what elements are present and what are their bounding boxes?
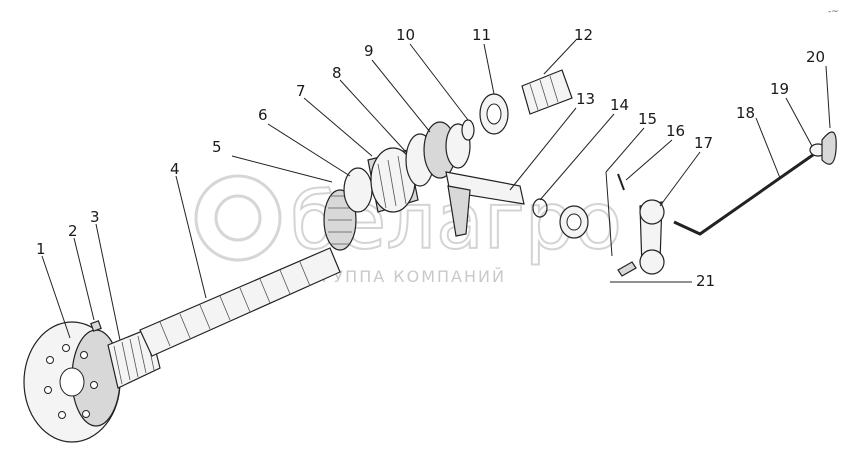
callout-5: 5 — [212, 138, 222, 156]
part-bearing-right — [559, 205, 589, 239]
callout-1: 1 — [36, 240, 46, 258]
callout-6: 6 — [258, 106, 268, 124]
callout-16: 16 — [666, 122, 685, 140]
callout-18: 18 — [736, 104, 755, 122]
callout-9: 9 — [364, 42, 374, 60]
part-7-sleeve — [367, 147, 419, 213]
part-4-shaft — [139, 247, 341, 357]
watermark-logo-ring — [194, 174, 282, 262]
callout-20: 20 — [806, 48, 825, 66]
part-16-pin — [617, 173, 625, 191]
callout-15: 15 — [638, 110, 657, 128]
callout-10: 10 — [396, 26, 415, 44]
callout-19: 19 — [770, 80, 789, 98]
watermark-tagline: ГРУППА КОМПАНИЙ — [310, 267, 506, 286]
callout-12: 12 — [574, 26, 593, 44]
callout-17: 17 — [694, 134, 713, 152]
part-21-cotter-pin — [617, 261, 637, 277]
callout-14: 14 — [610, 96, 629, 114]
callout-11: 11 — [472, 26, 491, 44]
part-20-knob — [821, 131, 837, 165]
watermark-logo-inner-ring — [214, 194, 262, 242]
part-17-lever — [639, 199, 665, 275]
callout-2: 2 — [68, 222, 78, 240]
part-1-flange — [23, 321, 121, 443]
callout-labels: 1 2 3 4 5 6 7 8 9 10 11 12 13 14 15 16 1… — [36, 26, 825, 290]
part-14-ring — [532, 198, 548, 218]
part-11-bearing — [479, 93, 509, 135]
part-12-splined-coupling — [521, 69, 573, 115]
part-18-rod — [673, 148, 821, 236]
callout-4: 4 — [170, 160, 180, 178]
part-2-key — [90, 320, 102, 332]
part-13-shift-shaft — [445, 171, 525, 237]
callout-7: 7 — [296, 82, 306, 100]
corner-mark: -~ — [828, 7, 839, 17]
part-10-ring — [461, 119, 475, 141]
callout-13: 13 — [576, 90, 595, 108]
callout-8: 8 — [332, 64, 342, 82]
callout-3: 3 — [90, 208, 100, 226]
leader-lines — [41, 39, 831, 341]
callout-21: 21 — [696, 272, 715, 290]
